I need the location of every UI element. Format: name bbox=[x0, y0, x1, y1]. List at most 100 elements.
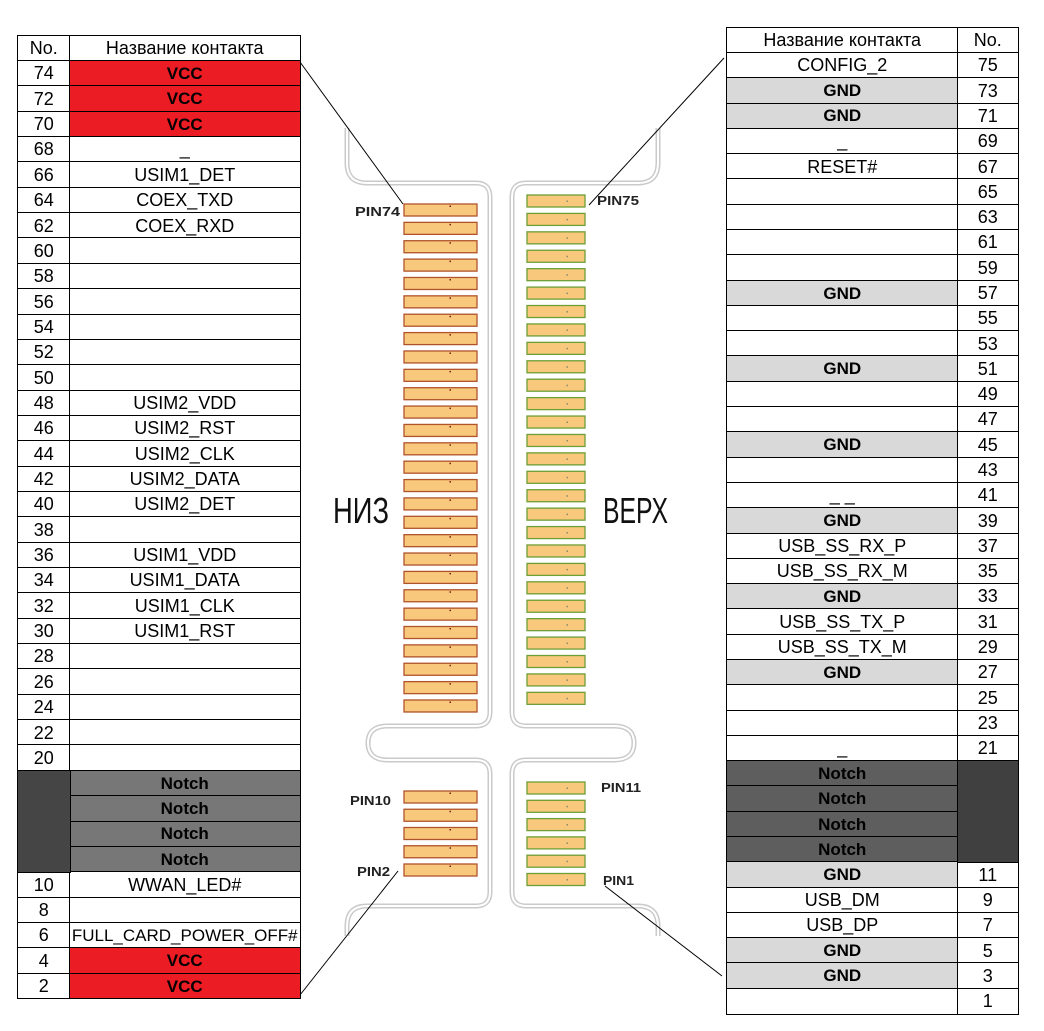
notch-text: Notch bbox=[160, 773, 209, 793]
top-side-contact-pad bbox=[526, 691, 586, 705]
pin-name-cell bbox=[69, 338, 301, 366]
pin-number-text: 69 bbox=[977, 131, 998, 152]
pin-name-cell: USIM1_RST bbox=[69, 617, 301, 645]
pin-name-text: USB_SS_TX_M bbox=[777, 637, 907, 658]
pad-center-mark bbox=[449, 865, 451, 867]
bottom-side-contact-pad bbox=[403, 680, 478, 695]
pin-name-cell: USB_SS_RX_M bbox=[726, 557, 959, 585]
pin-name-text: USB_SS_RX_M bbox=[776, 561, 908, 582]
pin-number-text: 51 bbox=[977, 358, 998, 379]
top-side-contact-pad bbox=[526, 433, 586, 448]
pad-center-mark bbox=[449, 591, 451, 593]
pin-number-cell: 44 bbox=[17, 440, 71, 468]
highlighted-pin-name-text: VCC bbox=[166, 114, 203, 134]
pad-center-mark bbox=[449, 315, 451, 318]
pad-center-mark bbox=[449, 242, 451, 244]
pad-center-mark bbox=[449, 628, 451, 630]
pin-number-text: 5 bbox=[982, 940, 993, 961]
pin-number-text: 59 bbox=[977, 257, 998, 278]
pin-number-text: 21 bbox=[977, 738, 998, 759]
highlighted-pin-name-text: GND bbox=[823, 81, 862, 101]
pad-center-mark bbox=[449, 554, 451, 557]
leader-line-pin1 bbox=[604, 885, 723, 977]
pad-center-mark bbox=[566, 787, 568, 789]
highlighted-pin-name-cell: GND bbox=[726, 102, 959, 130]
bottom-side-contact-pad bbox=[403, 295, 478, 309]
pin-number-cell: 23 bbox=[957, 709, 1019, 737]
pin-name-cell bbox=[69, 313, 301, 341]
pin-number-text: 34 bbox=[33, 570, 54, 591]
pin-number-cell: 31 bbox=[957, 608, 1019, 636]
pad-center-mark bbox=[449, 481, 451, 483]
top-side-contact-pad bbox=[526, 304, 586, 319]
pin-name-text: USB_SS_RX_P bbox=[778, 535, 907, 556]
pin-name-cell bbox=[69, 288, 301, 315]
highlighted-pin-name-text: GND bbox=[823, 106, 862, 126]
pad-center-mark bbox=[449, 572, 451, 575]
pin-number-cell: 56 bbox=[17, 288, 71, 315]
pad-center-mark bbox=[566, 642, 568, 645]
pin-number-cell: 60 bbox=[17, 237, 71, 265]
pin-number-cell: 68 bbox=[17, 136, 71, 163]
top-side-contact-pad bbox=[526, 341, 586, 356]
pin-name-cell: USB_DM bbox=[726, 886, 959, 914]
pin-number-text: 41 bbox=[977, 485, 998, 506]
pad-center-mark bbox=[449, 792, 451, 794]
notch-text: Notch bbox=[818, 789, 867, 809]
pin2-label: PIN2 bbox=[357, 864, 390, 879]
highlighted-pin-name-cell: GND bbox=[726, 355, 959, 383]
pin-name-text: RESET# bbox=[807, 156, 878, 177]
pin-number-text: 48 bbox=[33, 392, 54, 413]
pin-number-cell: 49 bbox=[957, 380, 1019, 408]
top-side-contact-pad bbox=[526, 378, 586, 392]
pin-number-text: 11 bbox=[978, 864, 998, 885]
pin-number-cell: 2 bbox=[17, 972, 71, 1000]
pin-name-text: USIM2_CLK bbox=[134, 443, 235, 464]
pin-name-cell: USIM2_RST bbox=[69, 414, 301, 442]
pin-number-cell: 11 bbox=[957, 861, 1019, 889]
pin-number-cell: 37 bbox=[957, 532, 1019, 560]
pin-number-text: 42 bbox=[33, 469, 54, 490]
pad-center-mark bbox=[566, 568, 568, 571]
pin-name-cell bbox=[69, 262, 301, 290]
pad-center-mark bbox=[566, 384, 568, 387]
pin-number-text: 39 bbox=[977, 510, 998, 531]
pin-number-cell: 42 bbox=[17, 465, 71, 493]
pin-name-cell: USB_SS_TX_M bbox=[726, 633, 959, 661]
top-side-contact-pad bbox=[526, 562, 586, 577]
pad-center-mark bbox=[566, 366, 568, 368]
pin-number-cell: 27 bbox=[957, 658, 1019, 686]
pin-number-cell: 40 bbox=[17, 490, 71, 518]
top-side-contact-pad bbox=[526, 415, 586, 429]
notch-cell: Notch bbox=[69, 769, 301, 797]
pin-number-cell: 63 bbox=[957, 203, 1019, 231]
highlighted-pin-name-cell: GND bbox=[726, 431, 959, 459]
pin-number-cell: 66 bbox=[17, 161, 71, 189]
pin-number-cell: 10 bbox=[17, 871, 71, 899]
notch-text: Notch bbox=[818, 764, 867, 783]
bottom-side-contact-pad bbox=[403, 790, 478, 804]
pin-name-cell bbox=[69, 693, 301, 721]
pin-number-cell: 62 bbox=[17, 212, 71, 239]
pin-number-cell: 55 bbox=[957, 304, 1019, 332]
pad-center-mark bbox=[566, 200, 568, 202]
notch-cell: Notch bbox=[726, 810, 959, 838]
bottom-side-contact-pad bbox=[403, 644, 478, 658]
notch-text: Notch bbox=[818, 814, 867, 834]
pad-center-mark bbox=[449, 278, 451, 281]
pin-number-cell: 29 bbox=[957, 633, 1019, 661]
notch-cell: Notch bbox=[69, 845, 301, 873]
pin-number-cell: 50 bbox=[17, 364, 71, 392]
highlighted-pin-name-cell: GND bbox=[726, 507, 959, 534]
pin-number-cell: 43 bbox=[957, 456, 1019, 484]
bottom-side-label: НИЗ bbox=[333, 490, 389, 531]
top-side-contact-pad bbox=[526, 268, 586, 282]
pin-number-text: 7 bbox=[982, 915, 993, 936]
pin-number-text: 75 bbox=[977, 55, 998, 76]
highlighted-pin-name-cell: VCC bbox=[69, 947, 301, 975]
pin-number-cell: 61 bbox=[957, 229, 1019, 256]
pad-center-mark bbox=[566, 661, 568, 663]
notch-text: Notch bbox=[818, 839, 867, 859]
pin-name-cell: _ bbox=[69, 136, 301, 163]
pin-name-text: _ bbox=[837, 131, 848, 152]
